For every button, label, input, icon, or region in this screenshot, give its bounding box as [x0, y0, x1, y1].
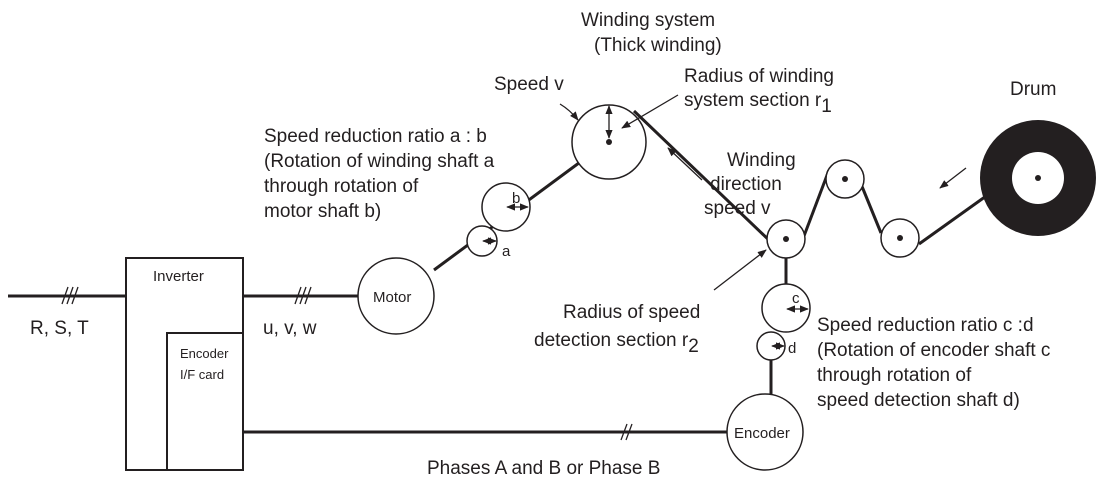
- encoder-label: Encoder: [734, 425, 790, 442]
- motor-circle: [357, 257, 435, 335]
- thick-winding-label: (Thick winding): [594, 35, 722, 56]
- gear-a-label: a: [502, 243, 511, 260]
- radius-winding-text: system section r: [684, 90, 822, 111]
- winding-system-center: [606, 139, 612, 145]
- rst-label: R, S, T: [30, 318, 89, 339]
- radius-speed-text: detection section r: [534, 330, 689, 351]
- drum-feed-arrow: [939, 167, 967, 189]
- winding-system-title: Winding system: [581, 10, 715, 31]
- encoder-circle: [726, 393, 804, 471]
- reduction-cd-line-4: speed detection shaft d): [817, 390, 1020, 411]
- radius-winding-subscript: 1: [821, 96, 832, 117]
- radius-winding-label-2: system section r1: [684, 90, 832, 117]
- web-winding-to-roller: [632, 109, 774, 245]
- radius-speed-label-2: detection section r2: [534, 330, 699, 357]
- phases-label: Phases A and B or Phase B: [427, 458, 660, 479]
- uvw-label: u, v, w: [263, 318, 317, 339]
- motor-line-triple-slash: [294, 286, 312, 305]
- encoder-if-card-box: [166, 332, 244, 471]
- inverter-label: Inverter: [153, 268, 204, 285]
- drum-label: Drum: [1010, 79, 1056, 100]
- idler-roller-1-center: [842, 176, 848, 182]
- reduction-ab-line-1: Speed reduction ratio a : b: [264, 126, 487, 147]
- encoder-if-card-label-1: Encoder: [180, 346, 229, 361]
- drum-center: [1035, 175, 1041, 181]
- speed-v-curved-arrow: [559, 103, 579, 121]
- winding-direction-arrow: [667, 147, 703, 181]
- web-path: [802, 169, 831, 237]
- winding-direction-line-1: Winding: [727, 150, 796, 171]
- web-path-2: [859, 183, 883, 234]
- radius-winding-pointer: [621, 94, 679, 129]
- motor-label: Motor: [373, 289, 411, 306]
- radius-winding-label-1: Radius of winding: [684, 66, 834, 87]
- reduction-ab-line-2: (Rotation of winding shaft a: [264, 151, 495, 172]
- winding-direction-line-2: direction: [710, 174, 782, 195]
- idler-roller-2-center: [897, 235, 903, 241]
- inverter-box: [125, 257, 244, 471]
- winding-direction-line-3: speed v: [704, 198, 771, 219]
- reduction-cd-line-2: (Rotation of encoder shaft c: [817, 340, 1050, 361]
- gear-a-circle: [466, 225, 498, 257]
- speed-detection-roller-center: [783, 236, 789, 242]
- gear-b-circle: [481, 182, 531, 232]
- gear-d-circle: [756, 331, 786, 361]
- reduction-cd-line-1: Speed reduction ratio c :d: [817, 315, 1034, 336]
- speed-v-label: Speed v: [494, 74, 564, 95]
- reduction-cd-line-3: through rotation of: [817, 365, 972, 386]
- radius-speed-label-1: Radius of speed: [563, 302, 700, 323]
- reduction-ab-line-4: motor shaft b): [264, 201, 381, 222]
- radius-speed-subscript: 2: [688, 336, 699, 357]
- encoder-if-card-label-2: I/F card: [180, 367, 224, 382]
- gear-c-label: c: [792, 290, 800, 307]
- gear-d-label: d: [788, 340, 796, 357]
- feedback-line-double-slash: [620, 423, 633, 441]
- reduction-ab-line-3: through rotation of: [264, 176, 419, 197]
- radius-speed-pointer: [713, 249, 767, 291]
- gear-c-circle: [761, 283, 811, 333]
- gear-b-label: b: [512, 190, 520, 207]
- power-input-triple-slash: [61, 286, 79, 305]
